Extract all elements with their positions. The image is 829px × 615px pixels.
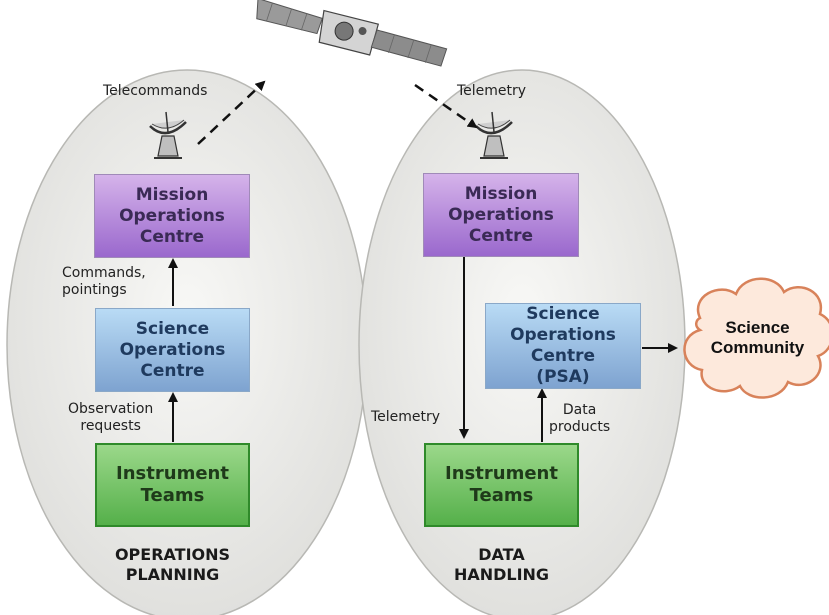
satellite-icon: [256, 0, 448, 67]
right-instrument-teams: Instrument Teams: [424, 443, 579, 527]
operations-planning-title: OPERATIONS PLANNING: [114, 545, 231, 584]
data-products-label: Data products: [549, 402, 611, 435]
telemetry-downlink-arrow: [414, 83, 478, 129]
telecommands-arrow: [197, 80, 266, 145]
right-science-operations-centre: Science Operations Centre (PSA): [485, 303, 641, 389]
science-community-cloud: [683, 277, 829, 399]
left-science-operations-centre: Science Operations Centre: [95, 308, 250, 392]
right-mission-operations-centre: Mission Operations Centre: [423, 173, 579, 257]
observation-requests-label: Observation requests: [68, 401, 154, 434]
ground-station-dish-icon: [149, 111, 187, 159]
left-instrument-teams: Instrument Teams: [95, 443, 250, 527]
telemetry-side-label: Telemetry: [371, 409, 441, 425]
telecommands-label: Telecommands: [103, 83, 208, 99]
science-community-label: Science Community: [710, 318, 805, 357]
left-mission-operations-centre: Mission Operations Centre: [94, 174, 250, 258]
data-handling-title: DATA HANDLING: [453, 545, 550, 584]
ground-station-dish-icon: [475, 111, 513, 159]
telemetry-downlink-label: Telemetry: [457, 83, 527, 99]
commands-pointings-label: Commands, pointings: [62, 265, 146, 298]
